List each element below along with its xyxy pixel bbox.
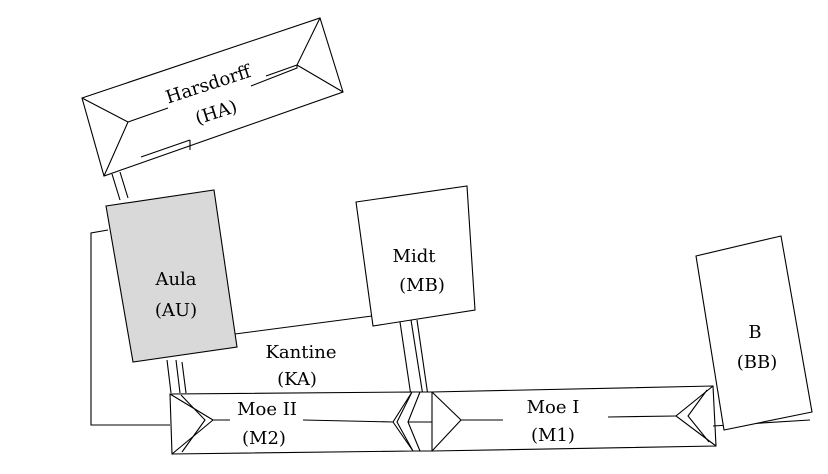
kantine-line xyxy=(234,315,373,335)
left-connector-outline xyxy=(90,229,170,426)
connector-aula-moe2 xyxy=(166,359,187,394)
connector-harsdorff-aula xyxy=(111,171,129,201)
moe1-code: (M1) xyxy=(531,425,575,446)
kantine-name: Kantine xyxy=(265,342,336,363)
kantine-code: (KA) xyxy=(277,369,317,390)
aula-building: Aula (AU) xyxy=(105,189,238,363)
aula-code: (AU) xyxy=(155,300,197,321)
b-building: B (BB) xyxy=(695,235,813,431)
moe1-name: Moe I xyxy=(527,397,580,418)
connector-midt-corridor xyxy=(399,319,429,397)
moe2-corridor: Moe II (M2) xyxy=(169,391,414,455)
midt-name: Midt xyxy=(393,246,437,267)
b-code: (BB) xyxy=(737,352,778,373)
midt-code: (MB) xyxy=(399,275,445,296)
aula-name: Aula xyxy=(154,269,196,290)
moe2-code: (M2) xyxy=(242,428,286,449)
moe1-corridor: Moe I (M1) xyxy=(431,385,717,452)
moe2-name: Moe II xyxy=(237,399,297,420)
harsdorff-building: Harsdorff (HA) xyxy=(81,17,344,177)
midt-building: Midt (MB) xyxy=(355,185,476,327)
b-name: B xyxy=(748,322,761,343)
